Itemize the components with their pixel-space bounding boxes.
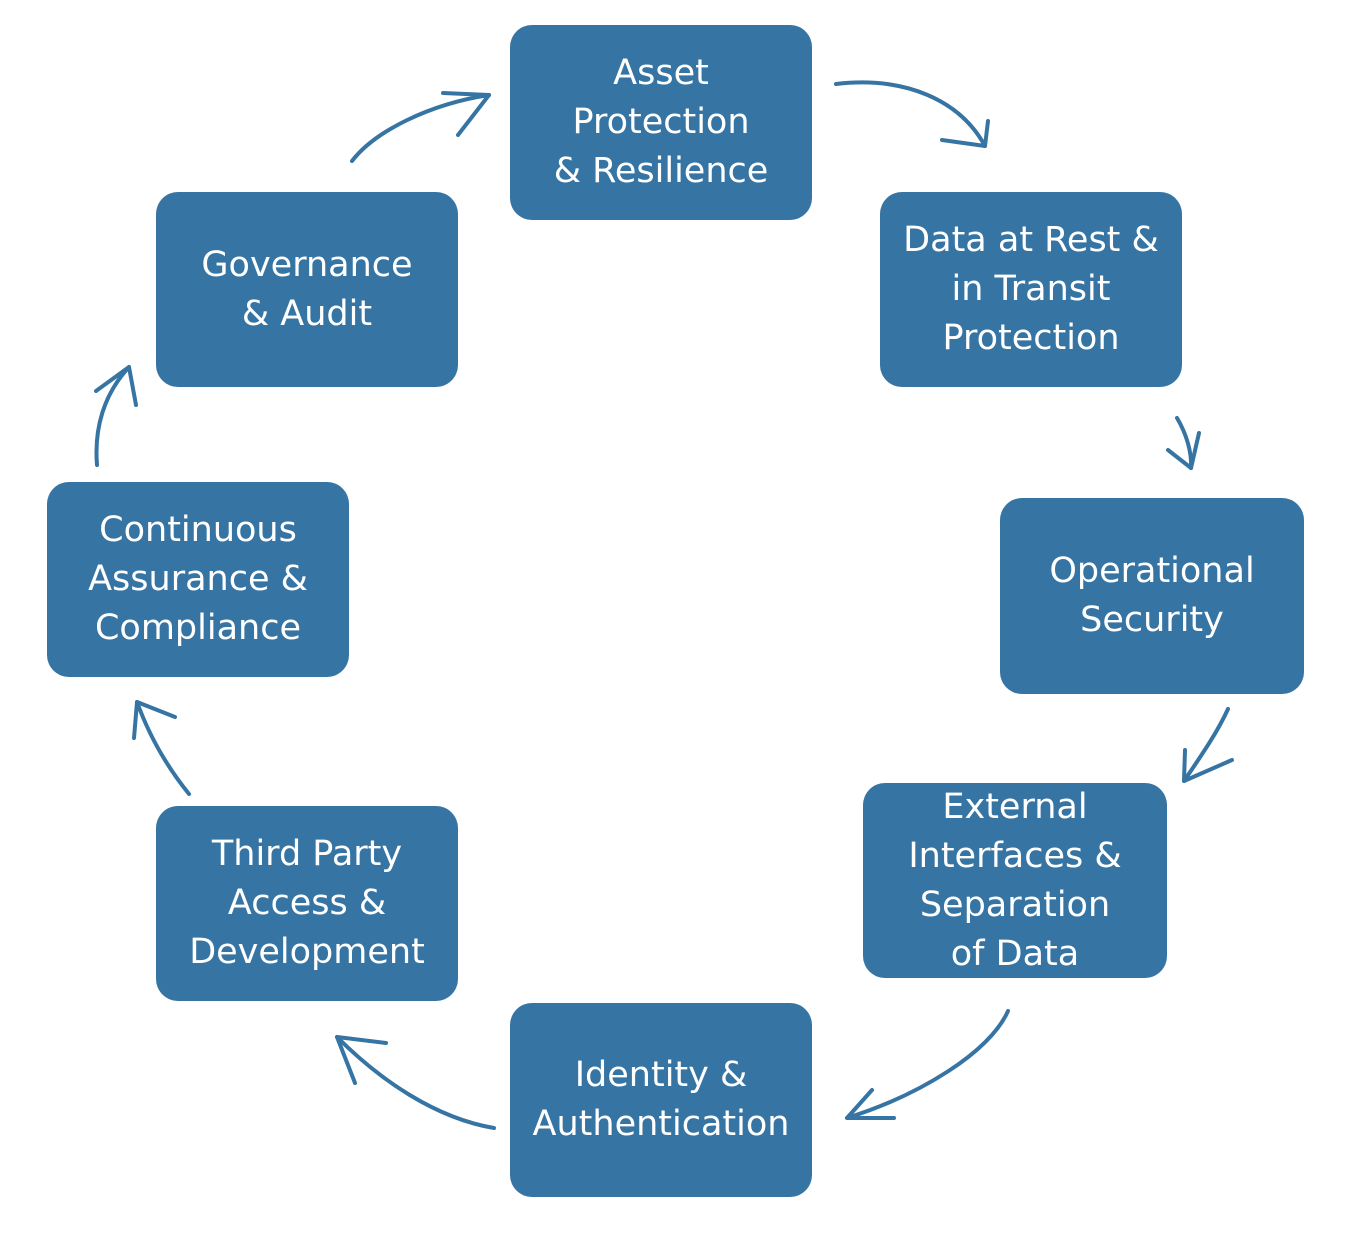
- node-operational-security: Operational Security: [1000, 498, 1304, 694]
- arrow-governance-to-asset: [350, 93, 491, 163]
- arrow-external-to-identity: [845, 1009, 1010, 1120]
- arrow-operational-to-external: [1182, 707, 1230, 783]
- node-label: Governance & Audit: [201, 244, 413, 334]
- arrowhead-third-party-to-continuous: [132, 700, 177, 740]
- arrow-continuous-to-governance: [94, 365, 131, 467]
- node-asset-protection: Asset Protection & Resilience: [510, 25, 812, 220]
- node-governance-audit: Governance & Audit: [156, 192, 458, 387]
- arrowhead-external-to-identity: [845, 1088, 896, 1120]
- node-data-protection: Data at Rest & in Transit Protection: [880, 192, 1182, 387]
- node-label: External Interfaces & Separation of Data: [908, 786, 1122, 974]
- node-continuous-assurance: Continuous Assurance & Compliance: [47, 482, 349, 677]
- arrow-third-party-to-continuous: [135, 700, 191, 796]
- arrowhead-asset-to-data: [940, 119, 990, 148]
- node-third-party: Third Party Access & Development: [156, 806, 458, 1001]
- node-external-interfaces: External Interfaces & Separation of Data: [863, 783, 1167, 978]
- node-label: Identity & Authentication: [532, 1055, 790, 1144]
- node-label: Continuous Assurance & Compliance: [88, 510, 308, 648]
- arrowhead-governance-to-asset: [441, 91, 491, 137]
- node-label: Data at Rest & in Transit Protection: [903, 220, 1159, 358]
- arrowhead-operational-to-external: [1182, 748, 1234, 783]
- arrowhead-identity-to-third-party: [335, 1035, 388, 1085]
- node-identity-authentication: Identity & Authentication: [510, 1003, 812, 1197]
- arrow-identity-to-third-party: [335, 1035, 496, 1130]
- node-label: Asset Protection & Resilience: [553, 53, 769, 191]
- arrowhead-continuous-to-governance: [94, 365, 138, 407]
- arrowhead-data-to-operational: [1166, 431, 1201, 470]
- arrow-asset-to-data: [834, 80, 987, 148]
- node-label: Third Party Access & Development: [189, 834, 425, 972]
- node-label: Operational Security: [1049, 551, 1255, 640]
